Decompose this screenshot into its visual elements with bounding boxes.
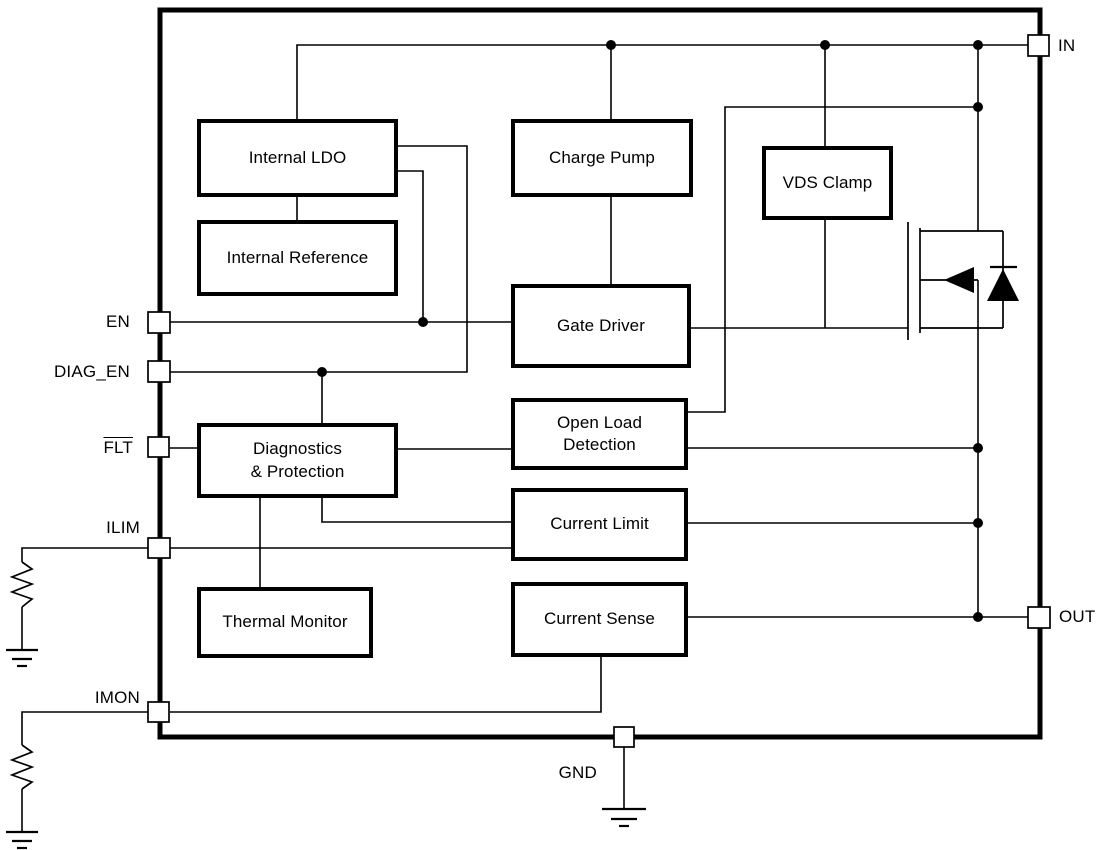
pin-en-square xyxy=(147,311,171,334)
block-internal-ldo: Internal LDO xyxy=(197,119,398,197)
junction-dot xyxy=(973,612,983,622)
pin-gnd-square xyxy=(613,726,635,748)
pin-label-flt-text: FLT xyxy=(103,438,133,457)
pin-imon-square xyxy=(147,701,170,723)
block-charge-pump: Charge Pump xyxy=(511,119,693,197)
imon-resistor-icon xyxy=(9,744,35,790)
gnd-ground-icon xyxy=(602,807,646,828)
junction-dot xyxy=(973,40,983,50)
pin-label-in: IN xyxy=(1058,36,1076,55)
pin-squares xyxy=(147,34,1051,748)
junction-dot xyxy=(418,317,428,327)
wire-diagnostics-to-currentlimit xyxy=(321,498,512,523)
pin-label-en: EN xyxy=(105,312,130,331)
wire-ldo-to-en-line xyxy=(398,170,424,322)
junction-dot xyxy=(973,518,983,528)
pin-label-imon: IMON xyxy=(94,688,140,707)
junction-dot xyxy=(973,102,983,112)
pin-label-gnd: GND xyxy=(558,763,597,782)
wire-imon-external xyxy=(21,711,148,745)
wire-in-rail xyxy=(296,44,1028,119)
pin-label-flt: FLT xyxy=(43,438,133,458)
block-gate-driver: Gate Driver xyxy=(511,284,691,368)
block-diagnostics-protection: Diagnostics & Protection xyxy=(197,423,398,498)
imon-ground-icon xyxy=(6,830,38,850)
pin-diag-en-square xyxy=(147,360,171,383)
block-current-limit: Current Limit xyxy=(511,488,688,561)
junction-dot xyxy=(973,443,983,453)
wire-ilim-external xyxy=(21,547,148,562)
pin-label-ilim: ILIM xyxy=(106,518,140,537)
fet-arrow-icon xyxy=(944,267,974,293)
block-vds-clamp: VDS Clamp xyxy=(762,146,893,220)
pin-label-out: OUT xyxy=(1059,607,1096,626)
pin-out-square xyxy=(1027,606,1051,629)
pin-ilim-square xyxy=(147,537,171,559)
junction-dot xyxy=(317,367,327,377)
block-internal-reference: Internal Reference xyxy=(197,220,398,296)
pin-in-square xyxy=(1027,34,1050,57)
body-diode-icon xyxy=(987,231,1019,328)
block-open-load-detection: Open Load Detection xyxy=(511,398,688,470)
wire-openload-to-drain-rail xyxy=(688,106,978,413)
block-thermal-monitor: Thermal Monitor xyxy=(197,587,373,658)
ilim-ground-icon xyxy=(6,648,38,668)
junction-dots xyxy=(317,40,983,622)
nmos-fet-symbol xyxy=(907,222,1019,340)
wire-imon-to-currentsense xyxy=(170,657,602,713)
junction-dot xyxy=(820,40,830,50)
ilim-resistor-icon xyxy=(9,561,35,608)
junction-dot xyxy=(606,40,616,50)
pin-flt-square xyxy=(147,436,170,458)
block-current-sense: Current Sense xyxy=(511,582,688,657)
pin-label-diag-en: DIAG_EN xyxy=(53,362,130,381)
